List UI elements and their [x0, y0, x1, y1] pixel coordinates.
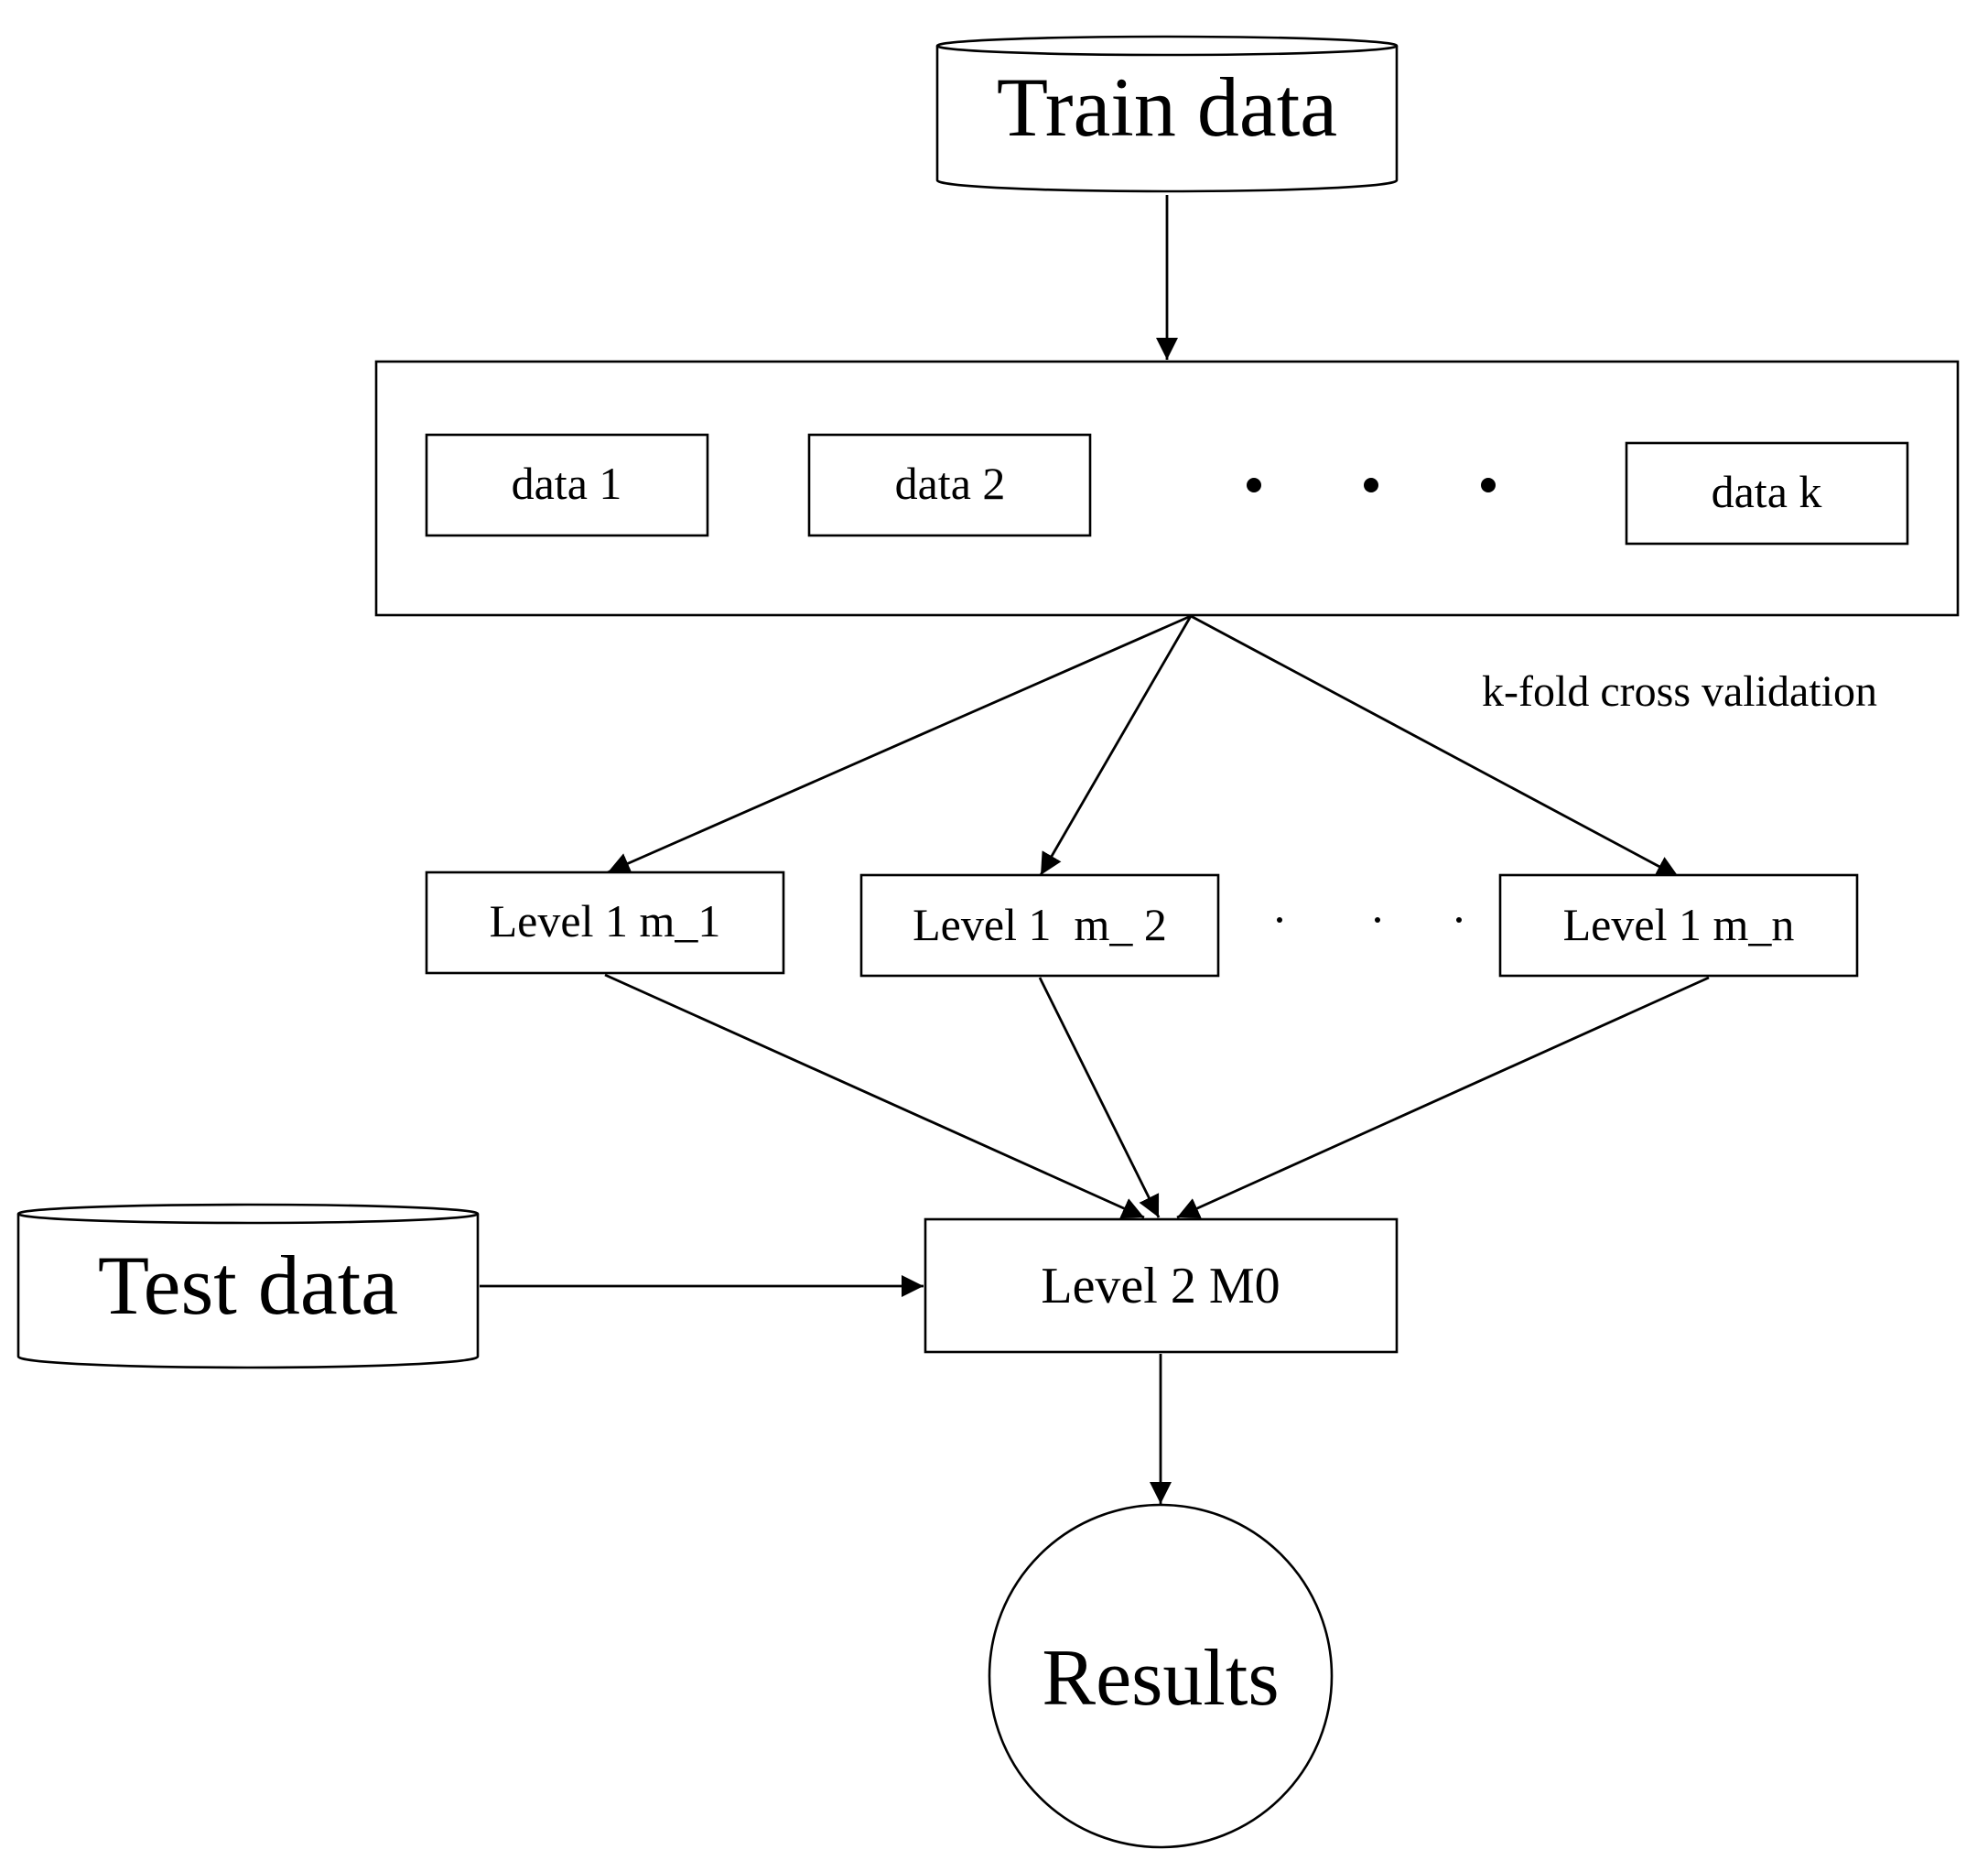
level1-m1-label: Level 1 m_1: [490, 895, 721, 946]
fold-k-node: data k: [1625, 441, 1909, 546]
train-data-label: Train data: [997, 60, 1337, 154]
results-label: Results: [1042, 1634, 1279, 1723]
level1-m1-node: Level 1 m_1: [425, 871, 785, 975]
train-data-node: Train data: [935, 35, 1399, 193]
ellipsis-dot: [1456, 917, 1462, 923]
ellipsis-dot: [1375, 917, 1380, 923]
level2-node: Level 2 M0: [924, 1217, 1399, 1354]
fold-ellipsis: [1247, 478, 1496, 492]
level1-mn-label: Level 1 m_n: [1563, 899, 1795, 950]
fold-k-label: data k: [1712, 466, 1822, 517]
fold-2-label: data 2: [895, 458, 1006, 509]
level1-m2-label: Level 1 m_ 2: [913, 899, 1167, 950]
level1-m2-node: Level 1 m_ 2: [859, 873, 1220, 978]
ellipsis-dot: [1277, 917, 1282, 923]
edge-folds-to-mn: [1190, 614, 1680, 879]
fold-1-node: data 1: [425, 433, 709, 537]
results-node: Results: [988, 1503, 1334, 1849]
edge-folds-to-m1: [607, 614, 1192, 874]
level2-label: Level 2 M0: [1041, 1258, 1280, 1314]
ellipsis-dot: [1364, 478, 1378, 492]
fold-1-label: data 1: [512, 458, 622, 509]
edge-m2-to-level2: [1038, 977, 1161, 1218]
fold-2-node: data 2: [807, 433, 1092, 537]
test-data-node: Test data: [16, 1203, 480, 1369]
edge-folds-to-m2: [1039, 615, 1193, 876]
kfold-annotation: k-fold cross validation: [1482, 667, 1877, 716]
ellipsis-dot: [1481, 478, 1496, 492]
test-data-label: Test data: [98, 1238, 398, 1332]
ellipsis-dot: [1247, 478, 1261, 492]
level1-mn-node: Level 1 m_n: [1498, 873, 1859, 978]
level1-ellipsis: [1277, 917, 1462, 923]
edge-mn-to-level2: [1176, 976, 1710, 1219]
edge-m1-to-level2: [604, 973, 1145, 1219]
